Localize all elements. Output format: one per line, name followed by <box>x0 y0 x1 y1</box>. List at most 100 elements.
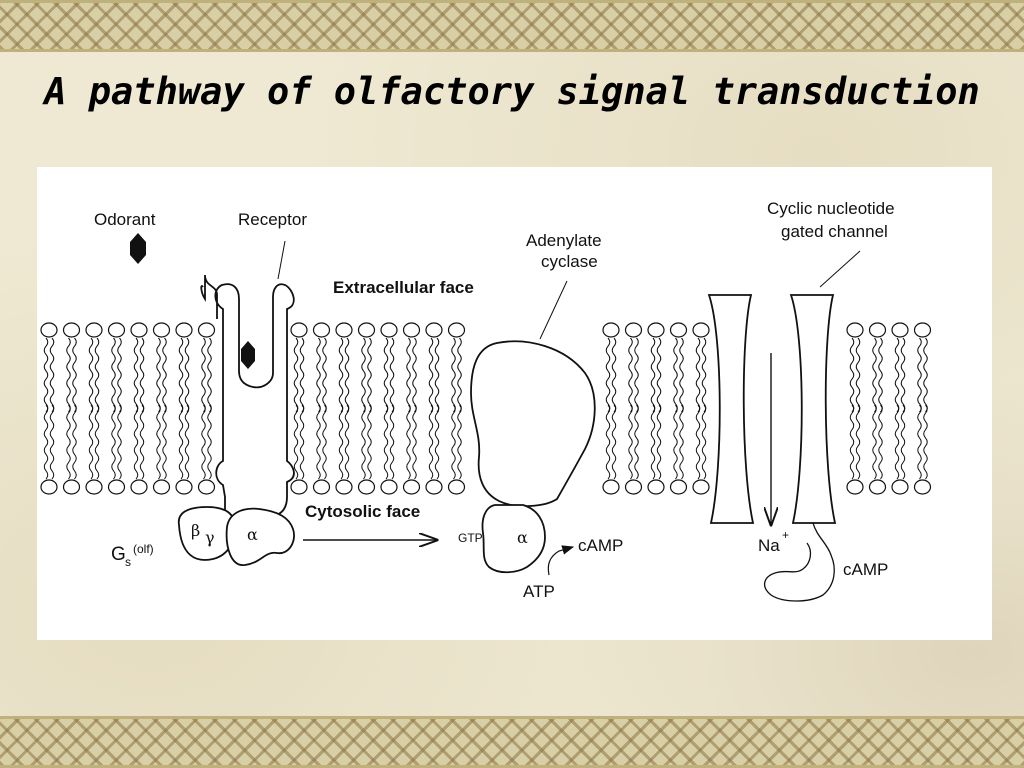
channel-label-line1: Cyclic nucleotide <box>767 199 895 218</box>
lipid-tail <box>94 337 100 413</box>
lipid-head <box>891 322 909 338</box>
atp-label: ATP <box>523 582 555 601</box>
lipid-head <box>447 322 466 338</box>
sodium-ion-label: Na <box>758 536 780 555</box>
lipid-tail <box>855 404 861 480</box>
lipid-tail <box>457 404 462 480</box>
ac-alpha-subunit-label: α <box>517 528 528 547</box>
lipid-tail <box>207 337 212 413</box>
atp-to-camp-arrow <box>547 545 575 576</box>
lipid-tail <box>293 404 299 480</box>
lipid-head <box>357 479 376 495</box>
channel-subunit-left <box>707 294 755 524</box>
lipid-head <box>62 479 81 495</box>
lipid-head <box>290 479 308 495</box>
lipid-head <box>447 479 466 495</box>
lipid-tail <box>338 337 344 413</box>
decorative-border-top <box>0 0 1024 52</box>
lipid-tail <box>383 404 389 480</box>
lipid-tail <box>344 337 350 413</box>
lipid-tail <box>88 404 94 480</box>
lipid-tail <box>66 404 71 480</box>
lipid-tail <box>299 337 305 413</box>
lipid-tail <box>701 404 707 480</box>
lipid-head <box>402 322 421 338</box>
lipid-head <box>913 479 932 495</box>
lipid-tail <box>389 337 395 413</box>
lipid-head <box>624 322 643 338</box>
lipid-tail <box>917 404 922 480</box>
lipid-tail <box>139 404 145 480</box>
lipid-tail <box>917 337 922 413</box>
lipid-head <box>62 322 81 338</box>
lipid-tail <box>201 404 206 480</box>
lipid-tail <box>338 404 344 480</box>
channel-leader-line <box>819 250 861 288</box>
extracellular-face-label: Extracellular face <box>333 278 474 297</box>
lipid-tail <box>872 337 877 413</box>
lipid-tail <box>316 337 321 413</box>
lipid-tail <box>178 337 184 413</box>
lipid-tail <box>923 337 928 413</box>
lipid-head <box>647 479 665 495</box>
lipid-head <box>85 479 103 495</box>
lipid-head <box>312 479 331 495</box>
receptor-leader-line <box>277 240 286 280</box>
lipid-tail <box>361 337 366 413</box>
lipid-tail <box>451 404 456 480</box>
adenylate-cyclase-leader-line <box>539 280 568 340</box>
adenylate-cyclase-label-line1: Adenylate <box>526 231 602 250</box>
adenylate-cyclase-label-line2: cyclase <box>541 252 598 271</box>
lipid-head <box>130 479 148 495</box>
lipid-tail <box>605 404 611 480</box>
lipid-tail <box>117 404 122 480</box>
lipid-tail <box>900 404 906 480</box>
lipid-tail <box>434 404 440 480</box>
lipid-tail <box>178 404 184 480</box>
lipid-tail <box>650 337 656 413</box>
lipid-head <box>602 479 620 495</box>
lipid-head <box>175 479 193 495</box>
lipid-tail <box>855 337 861 413</box>
lipid-tail <box>849 337 855 413</box>
lipid-tail <box>207 404 212 480</box>
lipid-tail <box>162 337 167 413</box>
lipid-tail <box>184 404 190 480</box>
lipid-tail <box>628 337 633 413</box>
lipid-tail <box>111 337 116 413</box>
lipid-tail <box>634 337 639 413</box>
lipid-tail <box>316 404 321 480</box>
lipid-tail <box>679 337 684 413</box>
signal-transduction-diagram: Odorant Receptor Extracellular face β γ … <box>37 167 992 640</box>
lipid-tail <box>406 337 411 413</box>
lipid-head <box>846 479 864 495</box>
lipid-head <box>335 322 353 338</box>
lipid-tail <box>201 337 206 413</box>
lipid-tail <box>184 337 190 413</box>
lipid-head <box>40 479 58 495</box>
lipid-head <box>602 322 620 338</box>
lipid-tail <box>139 337 145 413</box>
lipid-tail <box>894 404 900 480</box>
gtp-label: GTP <box>458 531 483 545</box>
lipid-tail <box>849 404 855 480</box>
lipid-head <box>913 322 932 338</box>
lipid-tail <box>457 337 462 413</box>
lipid-head <box>380 479 398 495</box>
lipid-tail <box>322 404 327 480</box>
lipid-head <box>175 322 193 338</box>
g-protein-label: G <box>111 544 126 565</box>
lipid-tail <box>878 337 883 413</box>
channel-subunit-right <box>789 294 837 524</box>
bound-odorant-icon <box>241 341 255 369</box>
lipid-tail <box>49 337 55 413</box>
lipid-head <box>107 479 126 495</box>
lipid-tail <box>117 337 122 413</box>
lipid-tail <box>344 404 350 480</box>
lipid-tail <box>611 337 617 413</box>
lipid-head <box>197 479 216 495</box>
lipid-tail <box>900 337 906 413</box>
lipid-tail <box>389 404 395 480</box>
lipid-head <box>425 322 443 338</box>
lipid-tail <box>162 404 167 480</box>
